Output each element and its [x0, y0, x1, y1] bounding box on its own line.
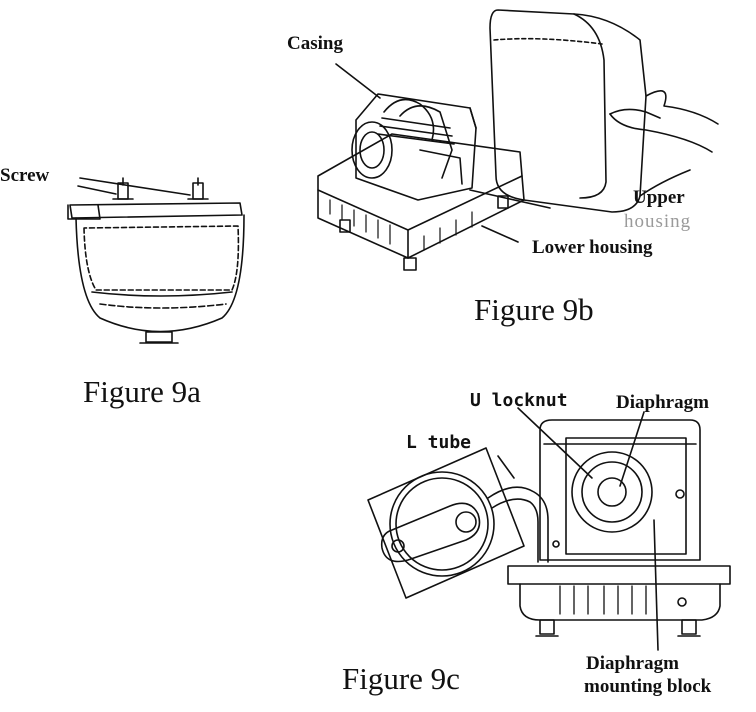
fig9c-drawing — [367, 407, 731, 651]
figure-9c-caption: Figure 9c — [342, 661, 460, 696]
upper-housing-label-line2: housing — [624, 211, 692, 232]
fig9a-drawing — [67, 177, 245, 344]
screw-left — [112, 177, 134, 200]
figure-9b-caption: Figure 9b — [474, 292, 594, 327]
l-tube-label: L tube — [406, 432, 472, 453]
u-locknut-label: U locknut — [470, 390, 568, 411]
lower-housing-label: Lower housing — [532, 237, 653, 258]
figure-9a-caption: Figure 9a — [83, 374, 201, 409]
screw-right — [187, 177, 209, 200]
diaphragm-label: Diaphragm — [616, 392, 709, 413]
screw-label: Screw — [0, 165, 50, 186]
upper-housing-label-line1: Upper — [633, 187, 685, 208]
fig9b-drawing — [317, 9, 719, 271]
casing-label: Casing — [287, 33, 343, 54]
mounting-block-label-line1: Diaphragm — [586, 653, 679, 674]
mounting-block-label-line2: mounting block — [584, 676, 712, 697]
